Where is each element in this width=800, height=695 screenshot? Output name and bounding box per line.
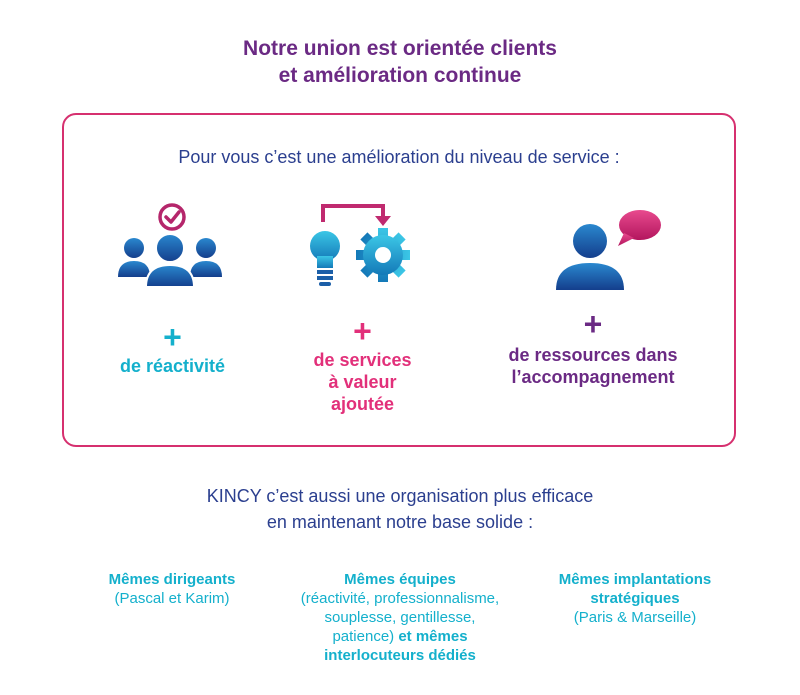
person-speech-icon <box>556 210 661 290</box>
main-title-line1: Notre union est orientée clients <box>243 37 557 60</box>
column-equipes: Mêmes équipes (réactivité, professionnal… <box>270 570 530 665</box>
feature-3-line2: l’accompagnement <box>511 367 675 387</box>
feature-2-plus: + <box>353 313 372 349</box>
column-3-line1: (Paris & Marseille) <box>573 609 697 626</box>
feature-3-line1: de ressources dans <box>508 345 678 365</box>
subtitle-line2: en maintenant notre base solide : <box>266 512 534 532</box>
benefits-box <box>62 113 736 447</box>
team-check-icon <box>118 203 222 288</box>
column-3-heading2: stratégiques <box>590 590 680 607</box>
main-title-line2: et amélioration continue <box>278 64 522 87</box>
column-2-line3-bold: et mêmes <box>394 628 468 645</box>
feature-2-line2: à valeur <box>328 372 397 392</box>
column-2-line2: souplesse, gentillesse, <box>324 609 476 626</box>
column-1-heading: Mêmes dirigeants <box>108 571 236 588</box>
column-implantations: Mêmes implantations stratégiques (Paris … <box>525 570 745 627</box>
feature-2-line3: ajoutée <box>330 394 395 414</box>
subtitle-line1: KINCY c’est aussi une organisation plus … <box>206 486 594 506</box>
column-dirigeants: Mêmes dirigeants (Pascal et Karim) <box>72 570 272 608</box>
column-1-line1: (Pascal et Karim) <box>114 590 230 607</box>
idea-gear-icon <box>310 204 410 286</box>
feature-3-label: de ressources dans l’accompagnement <box>478 344 708 388</box>
feature-2-label: de services à valeur ajoutée <box>290 349 435 415</box>
feature-1-label: de réactivité <box>100 355 245 377</box>
column-2-line4: interlocuteurs dédiés <box>324 647 476 664</box>
column-2-heading: Mêmes équipes <box>344 571 456 588</box>
feature-1-line1: de réactivité <box>119 356 226 376</box>
feature-3-plus: + <box>583 306 603 342</box>
main-title: Notre union est orientée clients et amél… <box>0 35 800 89</box>
column-2-line1: (réactivité, professionnalisme, <box>300 590 500 607</box>
column-3-heading: Mêmes implantations <box>558 571 712 588</box>
feature-2-line1: de services <box>313 350 412 370</box>
organisation-subtitle: KINCY c’est aussi une organisation plus … <box>0 483 800 535</box>
benefits-intro: Pour vous c’est une amélioration du nive… <box>178 147 620 167</box>
column-2-line3-plain: patience) <box>332 628 395 645</box>
feature-1-plus: + <box>163 319 182 355</box>
